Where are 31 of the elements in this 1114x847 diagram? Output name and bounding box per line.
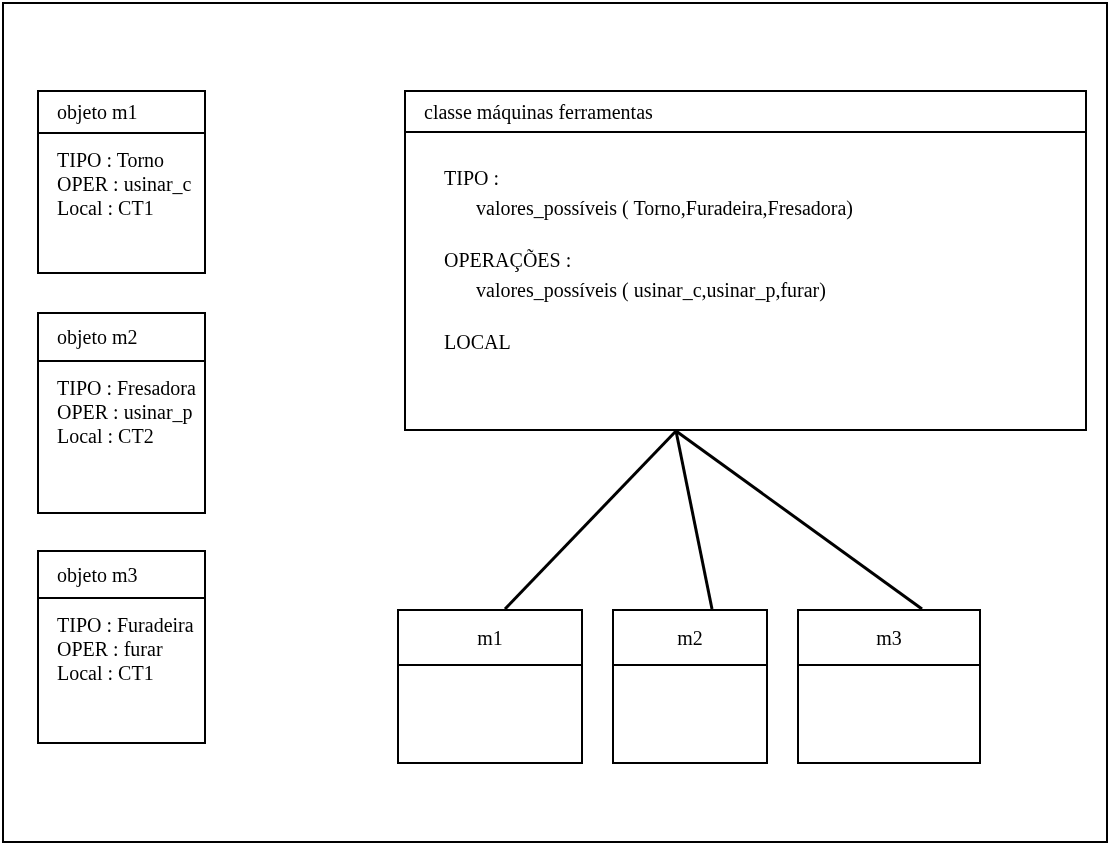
box-title: m3 [876,625,902,650]
attribute-text: TIPO : Fresadora [57,376,197,400]
attribute-text: Local : CT1 [57,196,155,220]
instance-box [612,609,768,764]
connector-line [675,429,923,611]
attribute-text: TIPO : Torno [57,148,166,172]
object-box [37,550,206,744]
class-box [404,90,1087,431]
attribute-text: OPER : usinar_c [57,172,193,196]
box-title: objeto m2 [57,325,138,349]
box-title: m2 [677,625,703,650]
box-title: objeto m3 [57,562,138,587]
box-title: classe máquinas ferramentas [424,99,653,124]
attribute-text: TIPO : Furadeira [57,613,195,637]
attribute-text: OPER : furar [57,637,164,661]
instance-box [397,609,583,764]
connector-line [674,430,714,610]
attribute-text: Local : CT2 [57,424,155,448]
attribute-text: Local : CT1 [57,661,155,685]
box-title: objeto m1 [57,100,138,124]
box-title: m1 [477,625,503,650]
attribute-text: valores_possíveis ( usinar_c,usinar_p,furar) [475,278,827,304]
instance-box [797,609,981,764]
attribute-text: LOCAL [444,330,512,355]
object-box [37,312,206,514]
attribute-text: valores_possíveis ( Torno,Furadeira,Fresadora) [475,196,855,222]
connector-line [503,429,678,611]
attribute-text: OPER : usinar_p [57,400,194,424]
object-box [37,90,206,274]
attribute-text: OPERAÇÕES : [444,248,573,274]
attribute-text: TIPO : [444,166,500,191]
